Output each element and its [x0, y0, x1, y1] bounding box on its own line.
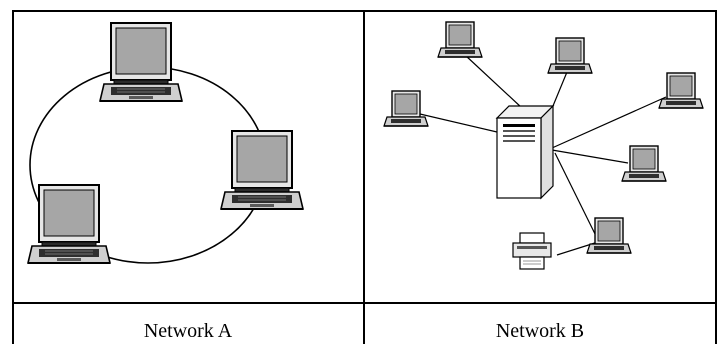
connection-line: [551, 149, 629, 164]
network-b-panel: [383, 21, 704, 270]
laptop-icon: [621, 145, 667, 182]
figure-frame: [12, 10, 717, 344]
connection-line: [419, 113, 498, 133]
laptop-icon: [658, 72, 704, 109]
laptop-icon: [383, 90, 429, 127]
caption-network-b: Network B: [496, 320, 584, 342]
connection-line: [464, 54, 523, 109]
laptop-icon: [220, 130, 304, 210]
connection-line: [554, 152, 599, 241]
printer-icon: [512, 232, 552, 270]
laptop-icon: [27, 184, 111, 264]
laptop-icon: [99, 22, 183, 102]
laptop-icon: [586, 217, 632, 254]
connection-line: [551, 96, 667, 149]
laptop-icon: [547, 37, 593, 74]
server-icon: [495, 104, 555, 200]
caption-network-a: Network A: [144, 320, 233, 342]
network-a-panel: [27, 22, 304, 264]
laptop-icon: [437, 21, 483, 58]
